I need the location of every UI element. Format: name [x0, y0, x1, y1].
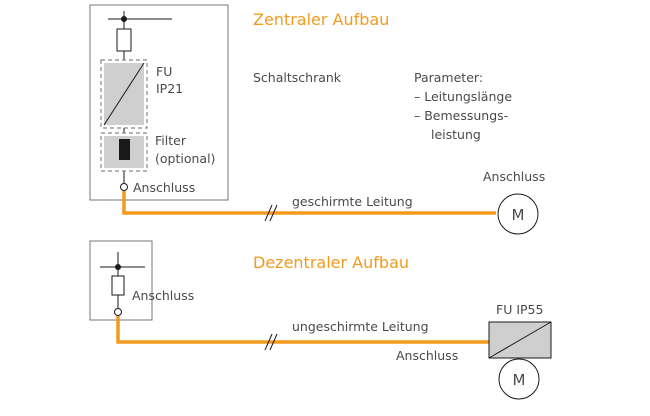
- decentral-title: Dezentraler Aufbau: [253, 253, 409, 272]
- central-title: Zentraler Aufbau: [253, 10, 389, 29]
- central-terminal: [120, 183, 128, 191]
- unshielded-cable-label: ungeschirmte Leitung: [292, 319, 429, 334]
- fu-connection-label: Anschluss: [396, 348, 458, 363]
- cable-break-mark-2: [269, 204, 278, 222]
- parameters-item-2-line1: – Bemessungs-: [414, 108, 508, 123]
- fu-label-line1: FU: [156, 64, 172, 79]
- filter-element: [119, 139, 130, 160]
- central-motor: [497, 193, 539, 235]
- motor-connection-label: Anschluss: [483, 169, 545, 184]
- decentral-setup: Anschluss Dezentraler Aufbau ungeschirmt…: [89, 240, 552, 400]
- fuse-symbol: [116, 28, 132, 52]
- decentral-connection-label: Anschluss: [132, 288, 194, 303]
- fu-label-line2: IP21: [156, 81, 183, 96]
- parameters-item-2-line2: leistung: [431, 127, 481, 142]
- central-motor-symbol: M: [512, 206, 525, 224]
- control-cabinet-box: [89, 4, 229, 201]
- parameters-title: Parameter:: [414, 70, 483, 85]
- fu-ip55-label: FU IP55: [496, 302, 543, 317]
- unshielded-break-mark-2: [269, 333, 278, 351]
- parameters-item-1: – Leitungslänge: [414, 89, 512, 104]
- fu-ip21-diagonal: [103, 62, 145, 126]
- filter-label-line2: (optional): [155, 151, 215, 166]
- filter-label-line1: Filter: [155, 133, 187, 148]
- fu-ip55-diagonal: [488, 321, 552, 359]
- decentral-fuse-symbol: [111, 275, 125, 296]
- cable-break-mark-1: [264, 204, 273, 222]
- central-connection-label: Anschluss: [133, 180, 195, 195]
- decentral-terminal: [114, 308, 122, 316]
- unshielded-break-mark-1: [264, 333, 273, 351]
- decentral-box: [89, 240, 153, 321]
- unshielded-cable: [116, 316, 489, 344]
- shielded-cable: [122, 191, 496, 215]
- decentral-motor: [498, 358, 540, 400]
- shielded-cable-label: geschirmte Leitung: [292, 194, 413, 209]
- decentral-motor-symbol: M: [513, 371, 526, 389]
- cabinet-label: Schaltschrank: [253, 70, 342, 85]
- central-setup: FU IP21 Filter (optional) Anschluss Zent…: [89, 4, 545, 235]
